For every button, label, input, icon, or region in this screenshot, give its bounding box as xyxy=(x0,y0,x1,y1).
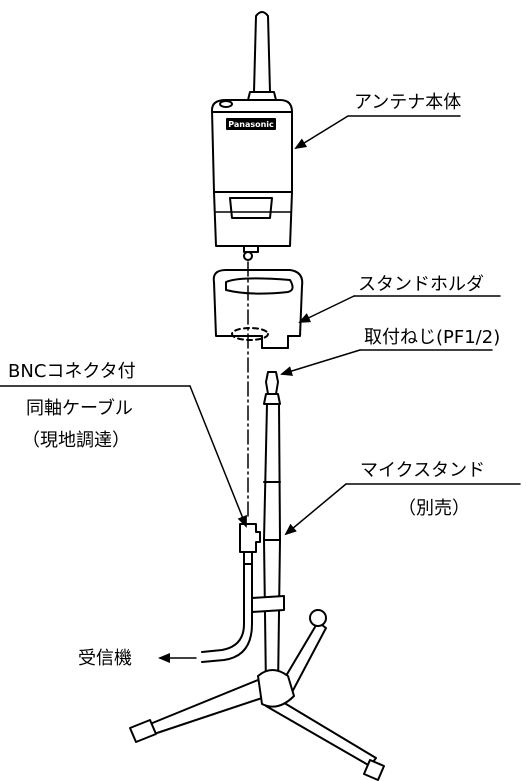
label-cable-line2: 同軸ケーブル xyxy=(26,397,133,419)
label-receiver: 受信機 xyxy=(78,648,132,669)
label-cable-line3: （現地調達） xyxy=(22,430,130,451)
label-stand-holder: スタンドホルダ xyxy=(358,274,484,295)
mic-stand xyxy=(129,403,385,781)
stand-holder xyxy=(212,269,304,349)
label-antenna-body: アンテナ本体 xyxy=(354,92,461,113)
mount-screw xyxy=(263,371,281,405)
antenna-whip xyxy=(247,11,277,109)
coax-cable xyxy=(201,523,261,663)
label-mic-stand: マイクスタンド xyxy=(360,460,485,481)
leader-lines xyxy=(0,115,521,663)
label-cable-line1: BNCコネクタ付 xyxy=(8,361,136,382)
label-mount-screw: 取付ねじ(PF1/2) xyxy=(364,327,500,348)
brand-logo-text: Panasonic xyxy=(228,120,274,129)
brand-logo xyxy=(226,118,276,130)
label-mic-stand-note: （別売） xyxy=(398,498,470,519)
